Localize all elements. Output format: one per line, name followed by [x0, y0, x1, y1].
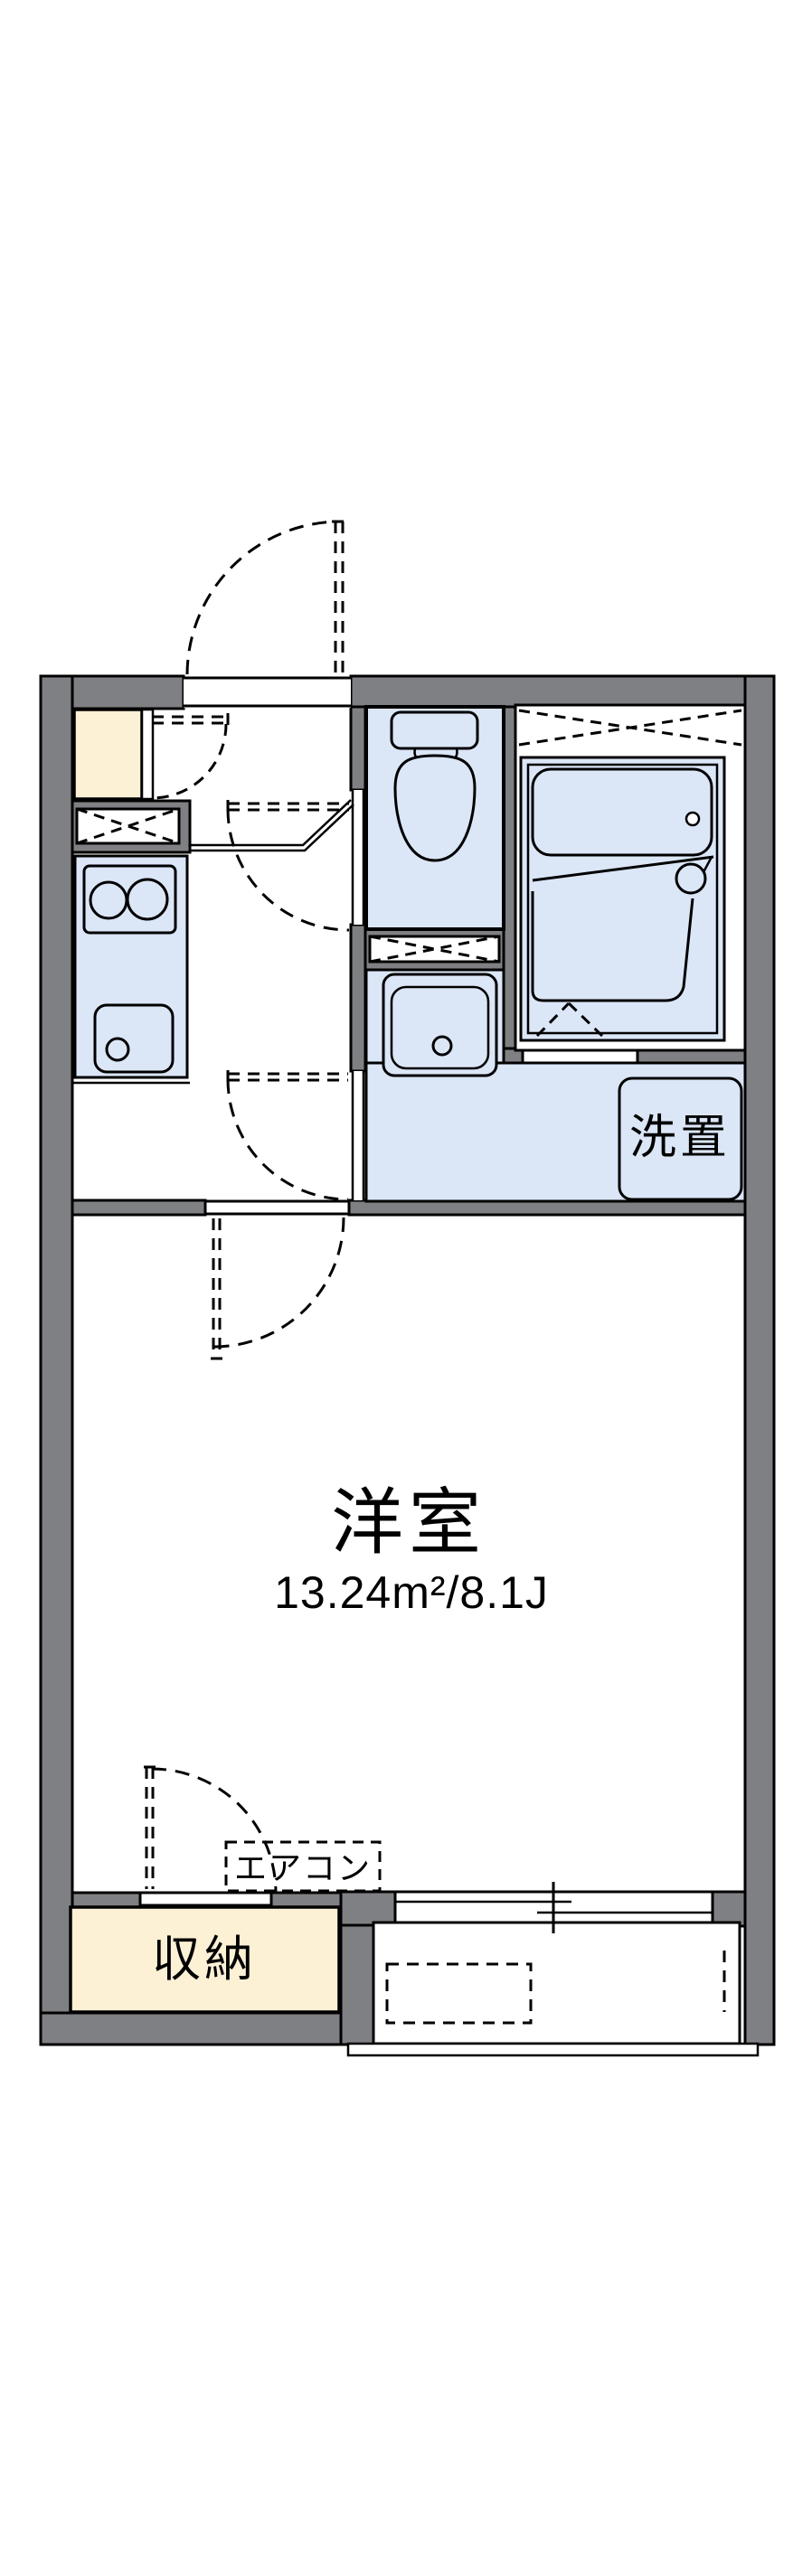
entrance-door-arc — [185, 520, 342, 675]
kitchen-sink-drain — [105, 1037, 130, 1062]
washroom-bottom-wall-left — [71, 1199, 207, 1217]
storage-closet — [69, 1905, 341, 2014]
window-stub-left — [339, 1890, 397, 1928]
kitchen-sink — [93, 1003, 175, 1074]
genkan-step — [190, 799, 354, 852]
aircon-box — [224, 1840, 382, 1893]
balcony-left-wall — [339, 1923, 375, 2046]
room-bottom-wall-left — [71, 1891, 142, 1909]
stove-burner-left — [89, 880, 128, 920]
bathtub — [531, 767, 713, 857]
shower-floor-outline — [531, 891, 694, 1002]
washbasin-fixture — [382, 973, 498, 1077]
washroom-door-leaf — [226, 1070, 348, 1084]
genkan-step-lines — [190, 799, 354, 852]
unit-bath-inner-box — [526, 763, 719, 1035]
washroom-door-arc — [226, 1078, 349, 1201]
storage-label: 収納 — [152, 1932, 257, 1987]
toilet-fixture — [390, 710, 479, 862]
toilet-upper-cabinet-x — [369, 935, 500, 964]
closet-door-leaf — [144, 1765, 156, 1889]
washbasin-bowl — [390, 985, 490, 1070]
entrance-opening — [184, 677, 351, 708]
washroom-door-opening — [352, 1071, 364, 1200]
window-stub-right — [711, 1890, 747, 1928]
washbasin-counter — [382, 973, 498, 1077]
hall-washroom-wall — [349, 923, 367, 1073]
laundry-space-box — [618, 1076, 743, 1201]
balcony-slab-edge — [346, 2042, 760, 2057]
room-name-label: 洋室 — [331, 1482, 486, 1563]
room-door-arc — [213, 1217, 345, 1349]
doors — [144, 520, 350, 1894]
washroom-door — [226, 1070, 349, 1201]
balcony — [346, 1882, 760, 2057]
room-bottom-wall-right — [269, 1891, 344, 1909]
toilet-door — [226, 800, 350, 932]
toilet-tank — [390, 710, 479, 750]
closet-door-arc — [151, 1767, 278, 1894]
left-wall — [39, 674, 74, 2046]
room-door-leaf — [211, 1218, 222, 1360]
entrance-door — [185, 520, 346, 675]
hall-toilet-wall-upper — [349, 705, 367, 792]
bath-drain-mark — [535, 1001, 604, 1038]
shoe-cabinet-door — [140, 708, 155, 801]
bath-unit — [518, 709, 742, 1042]
shoe-cabinet-swing — [151, 713, 230, 800]
room-door — [211, 1217, 345, 1360]
entrance-door-leaf — [332, 520, 346, 674]
entrance-opening-lines — [184, 676, 351, 708]
room-area-label: 13.24m²/8.1J — [274, 1567, 549, 1618]
bathtub-apron-line — [532, 855, 714, 882]
toilet-door-opening — [352, 790, 364, 925]
toilet-door-opening-lines — [351, 790, 365, 925]
aircon-label: エアコン — [234, 1849, 372, 1886]
bottom-wall — [39, 2011, 375, 2046]
closet-opening — [138, 1891, 273, 1907]
storage-x-boxes — [75, 807, 501, 964]
bath-faucet — [675, 862, 707, 895]
shoe-cabinet — [72, 708, 144, 801]
shoe-cabinet-leaf — [152, 713, 230, 727]
toilet-bowl — [393, 754, 477, 862]
washroom-door-opening-lines — [351, 1071, 365, 1200]
shoe-cabinet-arc — [151, 723, 228, 800]
bathtub-drain — [685, 811, 701, 827]
balcony-floor — [372, 1921, 741, 2045]
toilet-door-arc — [226, 808, 350, 932]
laundry-label: 洗置 — [629, 1112, 731, 1164]
window-pane-lines — [395, 1900, 713, 1914]
room-door-opening — [203, 1199, 351, 1216]
toilet-door-leaf — [226, 800, 349, 813]
washbasin-drain — [431, 1035, 453, 1057]
stove-burner-right — [126, 878, 169, 921]
closet-door — [144, 1765, 278, 1894]
walls — [39, 674, 776, 2046]
kitchen — [72, 854, 190, 1085]
bath-shelf-x — [518, 709, 742, 747]
right-wall — [743, 674, 776, 2046]
kitchen-upper-cabinet — [75, 807, 181, 845]
